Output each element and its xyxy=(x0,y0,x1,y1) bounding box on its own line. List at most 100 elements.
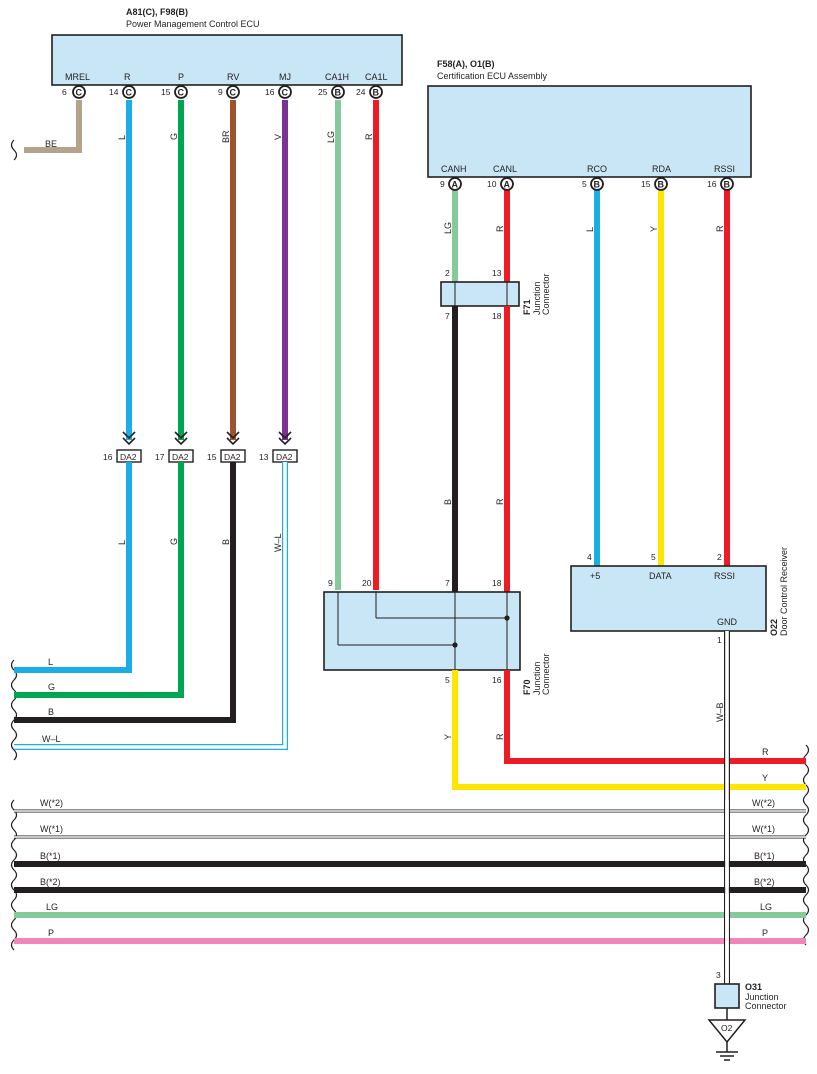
f71-box xyxy=(440,281,520,307)
wire-label-v: V xyxy=(273,134,283,140)
svg-text:C: C xyxy=(76,88,83,98)
svg-text:13: 13 xyxy=(259,452,269,462)
ground-label: O2 xyxy=(721,1023,733,1033)
svg-text:C: C xyxy=(126,88,133,98)
o22-label-data: DATA xyxy=(649,571,672,581)
f71-pin-tr: 13 xyxy=(492,268,502,278)
svg-text:LG: LG xyxy=(760,902,772,912)
svg-text:RSSI: RSSI xyxy=(714,164,735,174)
o22-type: Door Control Receiver xyxy=(779,547,789,636)
ecu-power-name: Power Management Control ECU xyxy=(126,19,260,29)
svg-text:DA2: DA2 xyxy=(120,452,137,462)
bus-label-wl: W–L xyxy=(42,734,61,744)
f70-type2: Connector xyxy=(541,653,551,695)
ecu-power-pin-labels: MREL R P RV MJ CA1H CA1L xyxy=(65,72,388,82)
o22-pin-5: 5 xyxy=(651,552,656,562)
f71-pin-tl: 2 xyxy=(445,268,450,278)
wire-label-b-lower: B xyxy=(221,539,231,545)
svg-text:MJ: MJ xyxy=(279,72,291,82)
wire-label-f70-r: R xyxy=(495,733,505,740)
svg-text:25: 25 xyxy=(318,87,328,97)
f71-pin-bl: 7 xyxy=(445,311,450,321)
f70-pin-18: 18 xyxy=(492,578,502,588)
wire-label-l-lower: L xyxy=(117,540,127,545)
f71-pin-br: 18 xyxy=(492,311,502,321)
svg-text:RCO: RCO xyxy=(587,164,607,174)
svg-text:B(*2): B(*2) xyxy=(40,877,61,887)
svg-text:A: A xyxy=(504,180,511,190)
wire-label-br: BR xyxy=(221,130,231,143)
bus-wires xyxy=(14,809,806,944)
svg-text:B(*2): B(*2) xyxy=(754,877,775,887)
wire-g-lower xyxy=(14,462,184,698)
svg-text:W(*2): W(*2) xyxy=(752,798,775,808)
svg-text:CANH: CANH xyxy=(441,164,467,174)
svg-text:B: B xyxy=(594,180,601,190)
svg-text:6: 6 xyxy=(62,87,67,97)
wire-label-wb: W–B xyxy=(715,702,725,722)
wire-label-be: BE xyxy=(45,139,57,149)
svg-text:RV: RV xyxy=(227,72,239,82)
svg-text:16: 16 xyxy=(707,179,717,189)
wire-be xyxy=(24,100,82,153)
ecu-cert-box xyxy=(427,85,752,178)
svg-text:DA2: DA2 xyxy=(172,452,189,462)
svg-text:15: 15 xyxy=(207,452,217,462)
f70-internal xyxy=(337,592,508,670)
svg-text:CA1H: CA1H xyxy=(325,72,349,82)
ecu-cert-code: F58(A), O1(B) xyxy=(437,59,495,69)
svg-text:RDA: RDA xyxy=(652,164,671,174)
svg-text:9: 9 xyxy=(218,87,223,97)
wire-label-f71-b: B xyxy=(443,499,453,505)
svg-text:B: B xyxy=(724,180,731,190)
f70-box xyxy=(323,591,521,671)
svg-text:17: 17 xyxy=(155,452,165,462)
wire-label-wl-lower: W–L xyxy=(273,533,283,552)
wire-label-lg: LG xyxy=(326,131,336,143)
svg-text:14: 14 xyxy=(109,87,119,97)
svg-text:CA1L: CA1L xyxy=(365,72,388,82)
wire-r-f70-out xyxy=(504,670,806,764)
svg-text:DA2: DA2 xyxy=(224,452,241,462)
ecu-power-box xyxy=(51,34,403,86)
left-edge-breaks xyxy=(10,139,18,951)
svg-text:P: P xyxy=(48,928,54,938)
svg-text:C: C xyxy=(230,88,237,98)
svg-text:B: B xyxy=(335,88,342,98)
wire-b-lower xyxy=(14,462,236,723)
o22-code: O22 xyxy=(769,619,779,636)
svg-text:B(*1): B(*1) xyxy=(40,851,61,861)
ground-triangle-icon xyxy=(707,1019,747,1044)
o22-pin-4: 4 xyxy=(587,552,592,562)
o22-label-gnd: GND xyxy=(717,617,738,627)
bus-label-b: B xyxy=(48,707,54,717)
o31-code: O31 xyxy=(745,982,762,992)
o31-type1: Junction xyxy=(745,992,779,1002)
ecu-cert-pins: A9 A10 B5 B15 B16 xyxy=(440,177,734,191)
o31-box xyxy=(714,983,740,1009)
f71-type1: Junction xyxy=(532,281,542,315)
svg-text:B: B xyxy=(658,180,665,190)
wire-label-l: L xyxy=(117,135,127,140)
bus-right-label-r: R xyxy=(762,747,769,757)
svg-text:15: 15 xyxy=(161,87,171,97)
f70-pin-16: 16 xyxy=(492,675,502,685)
ecu-cert-pin-labels: CANH CANL RCO RDA RSSI xyxy=(441,164,735,174)
svg-text:A: A xyxy=(452,180,459,190)
o22-pin-2: 2 xyxy=(717,552,722,562)
svg-text:16: 16 xyxy=(265,87,275,97)
da2-connector-arrows xyxy=(122,431,292,446)
ground-icon xyxy=(716,1051,738,1061)
wire-label-r: R xyxy=(364,133,374,140)
o31-type2: Connector xyxy=(745,1001,787,1011)
wire-label-cert-r2: R xyxy=(715,225,725,232)
svg-text:C: C xyxy=(178,88,185,98)
svg-text:B: B xyxy=(373,88,380,98)
wire-y-f70-out xyxy=(452,670,806,790)
svg-text:P: P xyxy=(762,928,768,938)
bus-right-label-y: Y xyxy=(762,773,768,783)
ecu-power-pins: C6 C14 C15 C9 C16 B25 B24 xyxy=(62,85,383,99)
bus-labels: W(*2)W(*2) W(*1)W(*1) B(*1)B(*1) B(*2)B(… xyxy=(40,798,775,938)
bus-label-g: G xyxy=(48,682,55,692)
ecu-power-code: A81(C), F98(B) xyxy=(126,7,188,17)
